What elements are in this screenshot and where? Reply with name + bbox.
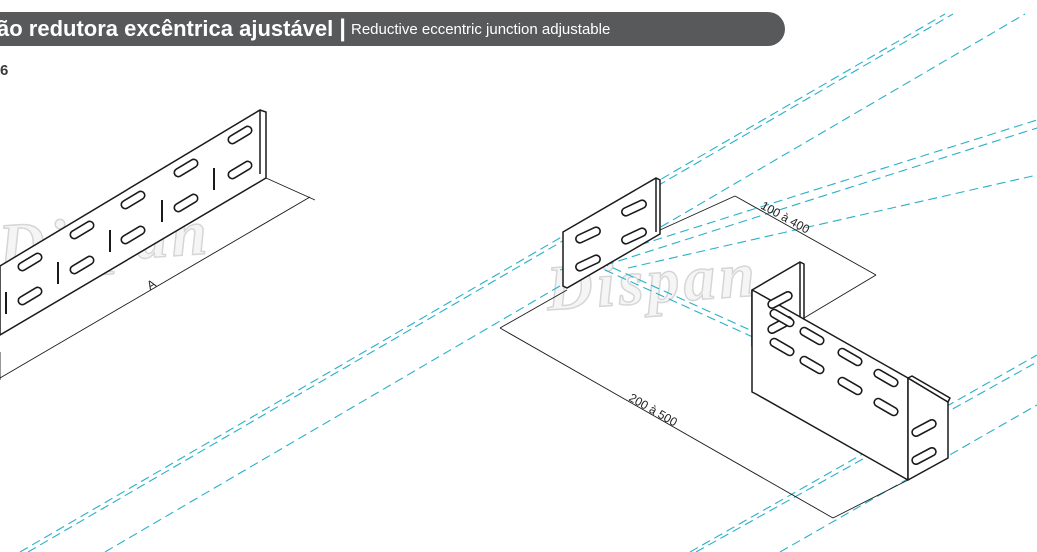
dimension-range-small: [659, 195, 877, 319]
u-bracket: [751, 261, 951, 481]
dimension-range-large: [499, 289, 909, 519]
title-separator: |: [339, 15, 346, 42]
guide-line: [695, 361, 1037, 552]
title-portuguese: ão redutora excêntrica ajustável: [0, 16, 334, 41]
guide-line: [27, 13, 954, 552]
guide-line: [627, 174, 1037, 269]
guide-line: [19, 13, 946, 552]
title-bar: ão redutora excêntrica ajustável | Reduc…: [0, 12, 785, 46]
dimension-a-label: A: [144, 276, 158, 292]
product-code: 6: [0, 62, 9, 79]
title-english: Reductive eccentric junction adjustable: [350, 20, 611, 38]
small-plate: [562, 177, 661, 289]
dimension-small-label: 100 à 400: [759, 198, 813, 236]
dimension-a: [0, 177, 316, 380]
guide-line: [564, 127, 1037, 279]
dashed-guides: [19, 13, 1037, 552]
dimension-large-label: 200 à 500: [627, 390, 681, 429]
long-fishplate: [0, 109, 267, 336]
